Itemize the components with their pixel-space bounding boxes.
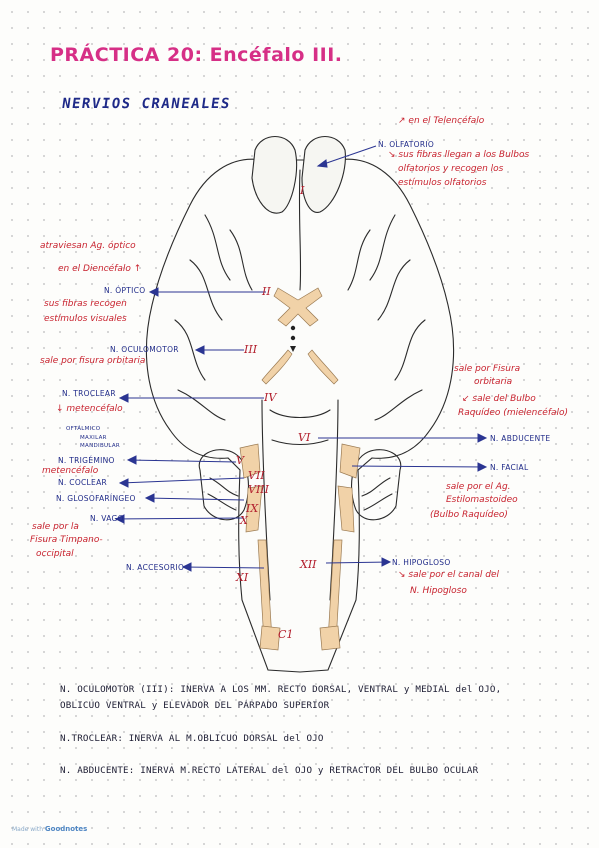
numeral-IX: IX bbox=[246, 502, 259, 515]
numeral-VIII: VIII bbox=[248, 483, 269, 496]
abducente-desc-4: Raquídeo (mielencéfalo) bbox=[458, 408, 569, 418]
hipogloso-desc-1: ↘ sale por el canal del bbox=[398, 570, 499, 580]
facial-desc-3: (Bulbo Raquídeo) bbox=[430, 510, 508, 520]
optic-chiasm bbox=[273, 287, 323, 327]
hipogloso-desc-2: N. Hipogloso bbox=[410, 586, 467, 596]
optico-desc-1: sus fibras recogen bbox=[44, 299, 127, 309]
optico-label: N. ÓPTICO bbox=[104, 286, 146, 295]
vago-label: N. VAGO bbox=[90, 514, 124, 523]
coclear-label: N. COCLEAR bbox=[58, 478, 108, 487]
cranial-nerves-left-lower bbox=[245, 485, 263, 533]
trigemino-location: metencéfalo bbox=[42, 466, 99, 476]
goodnotes-watermark: Made with Goodnotes bbox=[12, 825, 87, 833]
vago-desc-2: Fisura Timpano- bbox=[30, 535, 103, 545]
troclear-label: N. TROCLEAR bbox=[62, 389, 116, 398]
trigeminal-nerve-right bbox=[339, 443, 361, 479]
oculomotor-desc: sale por fisura orbitaria bbox=[40, 356, 146, 366]
page-title: PRÁCTICA 20: Encéfalo III. bbox=[50, 44, 343, 66]
cerebellum-right bbox=[351, 449, 402, 521]
spinal-c1-right bbox=[319, 625, 341, 651]
note-troclear: N.TROCLEAR: INERVA AL M.OBLICUO DORSAL d… bbox=[60, 733, 324, 744]
numeral-VI: VI bbox=[298, 431, 311, 444]
numeral-X: X bbox=[240, 514, 248, 527]
hipogloso-label: N. HIPOGLOSO bbox=[392, 558, 451, 567]
optico-location: en el Diencéfalo ↑ bbox=[58, 264, 142, 274]
olfactory-bulb-right bbox=[301, 136, 346, 213]
troclear-location: ↓ metencéfalo bbox=[56, 404, 123, 414]
facial-label: N. FACIAL bbox=[490, 463, 529, 472]
optico-desc-2: estímulos visuales bbox=[44, 314, 127, 324]
oculomotor-label: N. OCULOMOTOR bbox=[110, 345, 179, 354]
cranial-nerves-right-lower bbox=[337, 485, 355, 533]
numeral-V: V bbox=[236, 454, 244, 467]
olfatorio-location: ↗ en el Telencéfalo bbox=[398, 116, 485, 126]
vago-desc-1: sale por la bbox=[32, 522, 79, 532]
trigemino-branch-3: MANDIBULAR bbox=[80, 443, 121, 449]
oculomotor-nerve-left bbox=[261, 349, 293, 385]
footer-app: Goodnotes bbox=[44, 825, 88, 833]
glosofaringeo-label: N. GLOSOFARÍNGEO bbox=[56, 494, 136, 503]
oculomotor-nerve-right bbox=[307, 349, 339, 385]
numeral-C1: C1 bbox=[278, 628, 294, 641]
numeral-III: III bbox=[244, 343, 258, 356]
abducente-desc-3: ↙ sale del Bulbo bbox=[462, 394, 536, 404]
note-oculomotor-1: N. OCULOMOTOR (III): INERVA A LOS MM. RE… bbox=[60, 684, 502, 695]
numeral-II: II bbox=[262, 285, 271, 298]
numeral-XI: XI bbox=[236, 571, 249, 584]
olfatorio-desc-2: olfatorios y recogen los bbox=[398, 164, 504, 174]
trigeminal-nerve-left bbox=[239, 443, 261, 479]
olfatorio-desc-1: ↘ sus fibras llegan a los Bulbos bbox=[388, 150, 530, 160]
note-abducente: N. ABDUCENTE: INERVA M.RECTO LATERAL del… bbox=[60, 765, 479, 776]
facial-desc-1: sale por el Ag. bbox=[446, 482, 511, 492]
numeral-XII: XII bbox=[300, 558, 317, 571]
optico-desc-0: atraviesan Ag. óptico bbox=[40, 241, 136, 251]
note-oculomotor-2: OBLICUO VENTRAL y ELEVADOR DEL PÁRPADO S… bbox=[60, 700, 330, 711]
olfatorio-desc-3: estímulos olfatorios bbox=[398, 178, 487, 188]
olfactory-bulb-left bbox=[251, 136, 298, 214]
spinal-c1-left bbox=[259, 625, 281, 651]
numeral-IV: IV bbox=[264, 391, 277, 404]
trigemino-branch-2: MAXILAR bbox=[80, 435, 107, 441]
trigemino-label: N. TRIGÉMINO bbox=[58, 456, 115, 465]
cerebellum-left bbox=[198, 449, 249, 521]
abducente-desc-2: orbitaria bbox=[474, 377, 513, 387]
olfatorio-label: N. OLFATORIO bbox=[378, 140, 435, 149]
footer-made-with: Made with bbox=[12, 826, 43, 833]
vago-desc-3: occipital bbox=[36, 549, 74, 559]
numeral-VII: VII bbox=[248, 469, 265, 482]
trigemino-branch-1: OFTÁLMICO bbox=[66, 426, 101, 432]
abducente-label: N. ABDUCENTE bbox=[490, 434, 551, 443]
numeral-I: I bbox=[300, 184, 305, 197]
accesorio-label: N. ACCESORIO bbox=[126, 563, 185, 572]
brainstem bbox=[261, 399, 339, 601]
abducente-desc-1: sale por Fisura bbox=[454, 364, 521, 374]
facial-desc-2: Estilomastoideo bbox=[446, 495, 518, 505]
